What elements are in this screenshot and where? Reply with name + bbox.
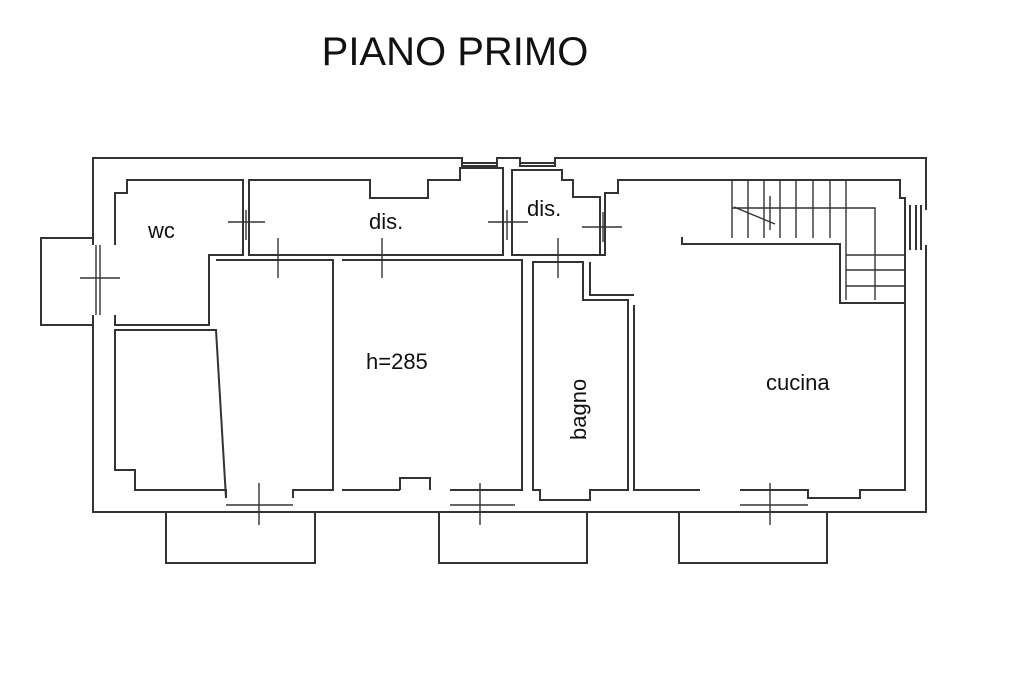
floor-title: PIANO PRIMO	[321, 30, 589, 74]
room-label-cucina: cucina	[766, 370, 830, 395]
room-label-height: h=285	[366, 349, 428, 374]
room-label-bagno: bagno	[566, 379, 591, 440]
room-label-dis-1: dis.	[369, 209, 403, 234]
openings	[80, 210, 808, 525]
staircase	[731, 180, 905, 300]
room-walls	[114, 167, 906, 501]
room-label-dis-2: dis.	[527, 196, 561, 221]
balconies	[40, 237, 828, 564]
outer-walls	[92, 157, 927, 513]
room-label-wc: wc	[147, 218, 175, 243]
